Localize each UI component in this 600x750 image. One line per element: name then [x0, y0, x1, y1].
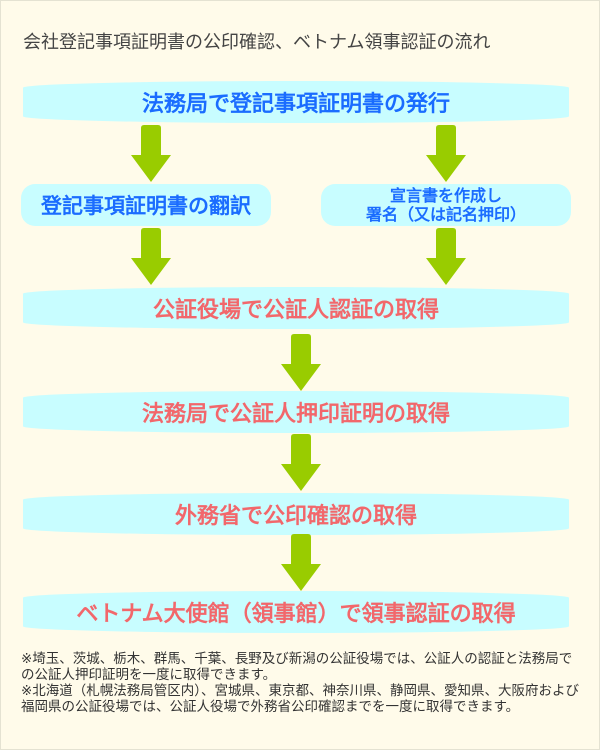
down-arrow-icon — [426, 125, 466, 182]
step-mofa-label: 外務省で公印確認の取得 — [174, 504, 417, 529]
step-declaration-line2: 署名（又は記名押印） — [365, 205, 526, 224]
footnote: ※埼玉、茨城、栃木、群馬、千葉、長野及び新潟の公証役場では、公証人の認証と法務局… — [21, 651, 573, 683]
step-declaration-line1: 宣言書を作成し — [389, 186, 502, 205]
down-arrow-icon — [426, 228, 466, 285]
step-issue: 法務局で登記事項証明書の発行 — [23, 81, 569, 123]
step-issue-label: 法務局で登記事項証明書の発行 — [141, 92, 450, 117]
step-translation: 登記事項証明書の翻訳 — [21, 184, 271, 226]
down-arrow-icon — [281, 334, 321, 391]
step-legal-affairs: 法務局で公証人押印証明の取得 — [23, 391, 569, 433]
step-embassy: ベトナム大使館（領事館）で領事認証の取得 — [23, 591, 569, 633]
step-legal-affairs-label: 法務局で公証人押印証明の取得 — [141, 402, 450, 427]
footnotes: ※埼玉、茨城、栃木、群馬、千葉、長野及び新潟の公証役場では、公証人の認証と法務局… — [21, 651, 581, 715]
footnote: ※北海道（札幌法務局管区内）、宮城県、東京都、神奈川県、静岡県、愛知県、大阪府お… — [21, 683, 580, 715]
page-title: 会社登記事項証明書の公印確認、ベトナム領事認証の流れ — [23, 32, 491, 53]
step-mofa: 外務省で公印確認の取得 — [23, 493, 569, 535]
step-translation-label: 登記事項証明書の翻訳 — [41, 194, 251, 218]
step-embassy-label: ベトナム大使館（領事館）で領事認証の取得 — [76, 602, 516, 627]
down-arrow-icon — [281, 534, 321, 591]
step-notary: 公証役場で公証人認証の取得 — [23, 287, 569, 329]
step-declaration: 宣言書を作成し 署名（又は記名押印） — [321, 184, 571, 226]
down-arrow-icon — [131, 125, 171, 182]
down-arrow-icon — [131, 228, 171, 285]
step-notary-label: 公証役場で公証人認証の取得 — [152, 298, 439, 323]
down-arrow-icon — [281, 434, 321, 491]
